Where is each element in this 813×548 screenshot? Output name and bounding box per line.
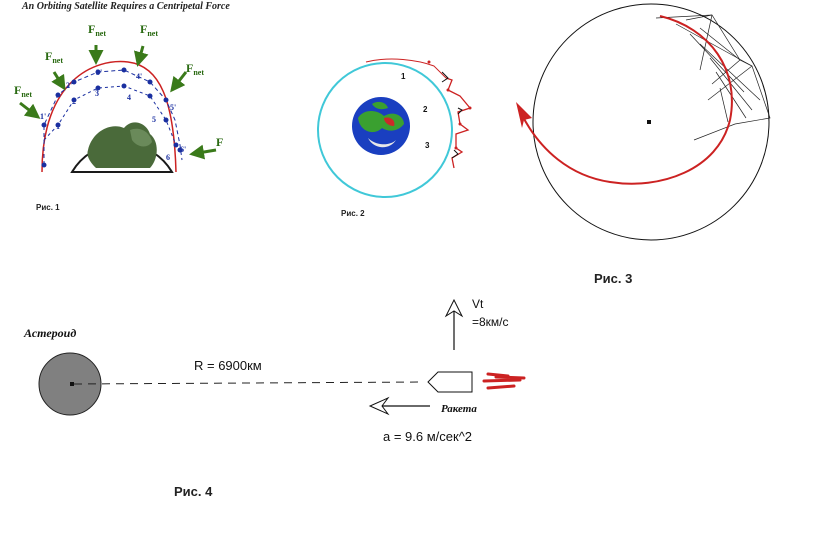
fig1-diagram: An Orbiting Satellite Requires a Centrip… <box>14 1 230 212</box>
fig1-force-label: Fnet <box>45 49 63 65</box>
fig3-arrowhead <box>516 102 532 128</box>
fig2-point-label: 3 <box>425 141 430 150</box>
fig1-point-label: 4' <box>136 72 142 81</box>
fig1-point-label: 1 <box>56 122 60 131</box>
fig1-force-label: Fnet <box>186 61 204 77</box>
fig4-distance-label: R = 6900км <box>194 358 262 373</box>
fig4-exhaust <box>482 372 526 390</box>
fig4-caption: Рис. 4 <box>174 484 213 499</box>
fig1-point-label: 6' <box>180 145 186 154</box>
fig4-rocket-label: Ракета <box>441 403 477 415</box>
fig1-point-label: 2 <box>72 97 76 106</box>
fig3-diagram: Рис. 3 <box>516 3 771 286</box>
fig4-velocity-label: Vt =8км/с <box>472 297 509 329</box>
fig1-force-label: Fnet <box>140 22 158 38</box>
fig1-point-label: 1' <box>40 112 46 121</box>
fig1-force-label: Fnet <box>88 22 106 38</box>
fig4-acceleration-label: a = 9.6 м/сек^2 <box>383 429 472 444</box>
fig1-point-label: 3 <box>95 89 99 98</box>
fig4-asteroid-label: Астероид <box>23 326 76 340</box>
fig4-distance-line <box>73 381 425 385</box>
fig1-force-label: F <box>216 135 223 149</box>
fig1-point-label: 3' <box>96 68 102 77</box>
fig3-caption: Рис. 3 <box>594 271 632 286</box>
fig3-trajectory <box>521 15 733 185</box>
fig1-orbit <box>41 60 177 173</box>
fig1-point-label: 5 <box>152 115 156 124</box>
fig4-rocket <box>427 371 473 393</box>
fig1-title: An Orbiting Satellite Requires a Centrip… <box>21 1 230 12</box>
fig1-force-label: Fnet <box>14 83 32 99</box>
fig2-diagram: 1 2 3 Рис. 2 <box>317 58 472 218</box>
fig3-hatching <box>655 14 771 141</box>
fig3-circle <box>532 3 770 241</box>
fig1-point-label: 4 <box>127 93 131 102</box>
fig1-point-label: 5' <box>170 103 176 112</box>
fig2-caption: Рис. 2 <box>341 209 365 218</box>
fig1-point-label: 2' <box>66 81 72 90</box>
fig2-point-label: 2 <box>423 105 428 114</box>
fig4-diagram: Астероид R = 6900км Ракета Vt =8км/с a =… <box>23 297 526 499</box>
fig1-force-arrows <box>19 45 217 160</box>
fig1-point-label: 6 <box>166 153 170 162</box>
fig2-trajectory <box>365 58 447 79</box>
fig2-orbit <box>317 62 453 198</box>
fig1-caption: Рис. 1 <box>36 203 60 212</box>
fig1-points <box>41 67 183 168</box>
fig2-point-label: 1 <box>401 72 406 81</box>
fig3-center <box>647 120 651 124</box>
